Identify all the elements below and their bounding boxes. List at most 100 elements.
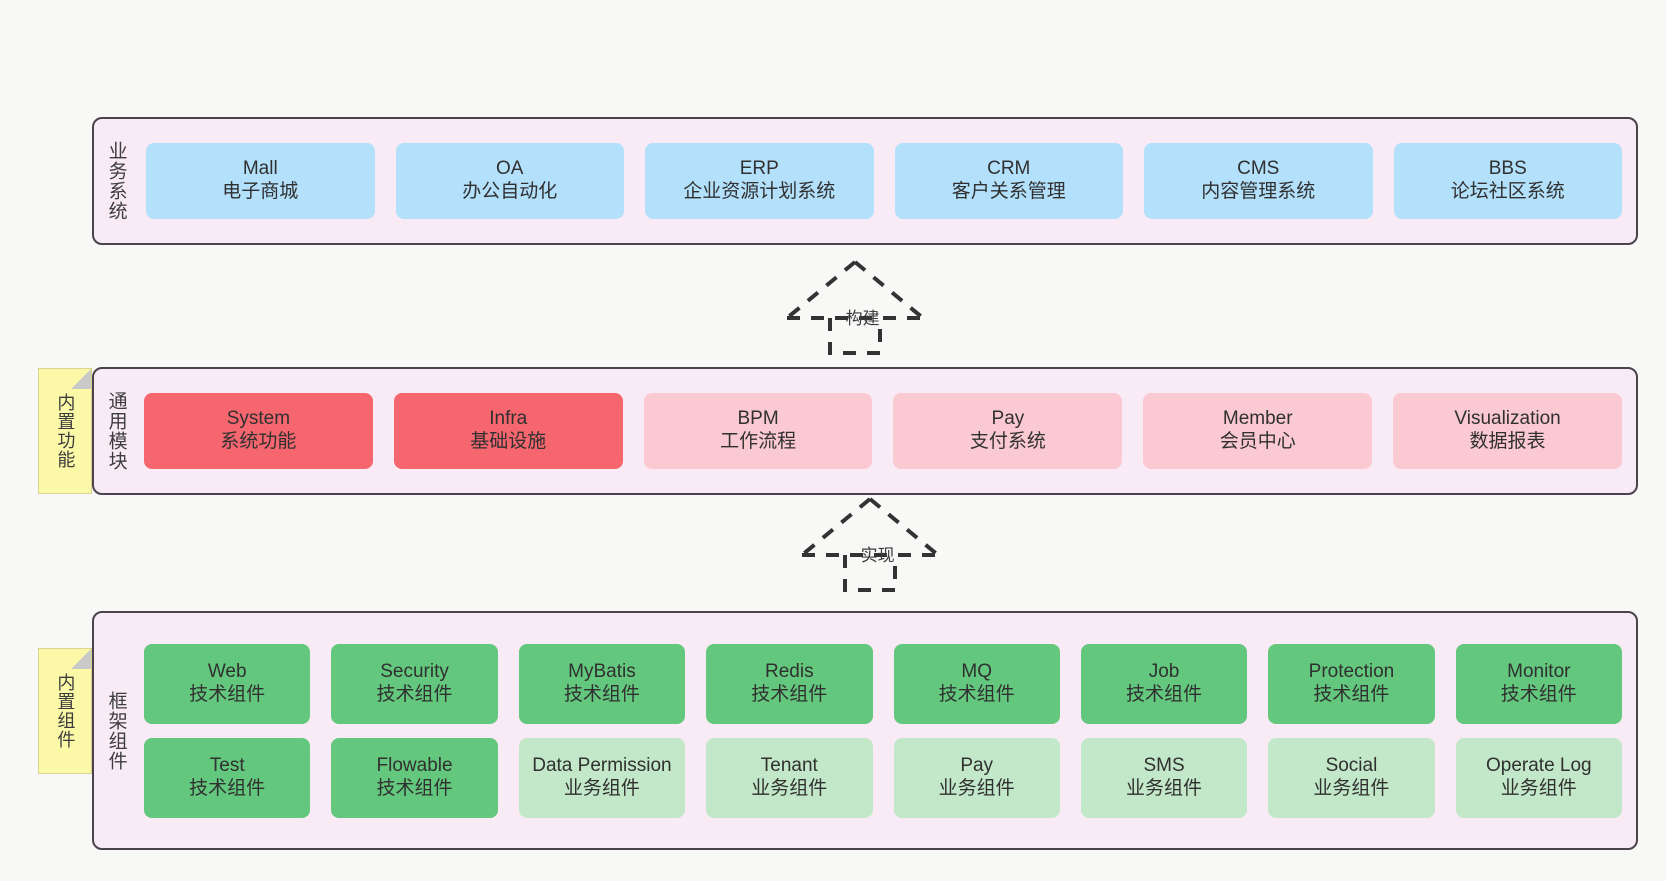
arrow-build: 构建 — [775, 256, 935, 356]
node-subtitle: 客户关系管理 — [951, 181, 1066, 202]
layer-body-common: System 系统功能 Infra 基础设施 BPM 工作流程 Pay 支付系统… — [138, 369, 1636, 493]
arrow-build-label: 构建 — [845, 309, 880, 328]
node-infra[interactable]: Infra 基础设施 — [393, 393, 623, 469]
node-system[interactable]: System 系统功能 — [144, 393, 373, 469]
node-data-permission[interactable]: Data Permission 业务组件 — [518, 737, 686, 818]
node-title: Security — [380, 660, 449, 682]
node-title: BBS — [1488, 158, 1527, 180]
node-title: Operate Log — [1485, 754, 1592, 776]
node-erp[interactable]: ERP 企业资源计划系统 — [645, 143, 874, 219]
node-subtitle: 业务组件 — [938, 777, 1015, 799]
node-title: Flowable — [376, 754, 453, 776]
node-protection[interactable]: Protection 技术组件 — [1268, 643, 1435, 724]
layer-framework-components: 框架组件 Web 技术组件 Security 技术组件 MyBatis 技术组件… — [92, 611, 1638, 850]
node-title: Member — [1222, 408, 1293, 430]
node-title: CRM — [987, 158, 1031, 180]
node-subtitle: 技术组件 — [376, 683, 453, 705]
node-monitor[interactable]: Monitor 技术组件 — [1455, 643, 1622, 724]
node-subtitle: 办公自动化 — [462, 181, 558, 202]
node-mq[interactable]: MQ 技术组件 — [893, 643, 1060, 724]
node-subtitle: 系统功能 — [220, 431, 297, 452]
node-subtitle: 基础设施 — [470, 431, 547, 452]
node-title: Mall — [242, 158, 278, 180]
note-builtin-component: 内置组件 — [38, 648, 92, 774]
node-subtitle: 企业资源计划系统 — [683, 181, 836, 202]
node-subtitle: 技术组件 — [1500, 683, 1577, 705]
node-title: MyBatis — [568, 660, 636, 682]
arrow-implement-label: 实现 — [860, 546, 895, 565]
layer-common-modules: 通用模块 System 系统功能 Infra 基础设施 BPM 工作流程 Pay… — [92, 367, 1638, 495]
node-subtitle: 论坛社区系统 — [1450, 181, 1565, 202]
node-title: Web — [207, 660, 247, 682]
node-crm[interactable]: CRM 客户关系管理 — [894, 143, 1123, 219]
node-test[interactable]: Test 技术组件 — [144, 737, 311, 818]
node-tenant[interactable]: Tenant 业务组件 — [706, 737, 873, 818]
node-web[interactable]: Web 技术组件 — [144, 643, 311, 724]
layer-row: System 系统功能 Infra 基础设施 BPM 工作流程 Pay 支付系统… — [144, 393, 1622, 469]
node-title: BPM — [737, 408, 779, 430]
node-title: Tenant — [760, 754, 818, 776]
node-title: SMS — [1143, 754, 1185, 776]
node-bbs[interactable]: BBS 论坛社区系统 — [1393, 143, 1622, 219]
layer-title-framework: 框架组件 — [105, 690, 127, 771]
node-title: OA — [496, 158, 524, 180]
node-title: Social — [1325, 754, 1378, 776]
node-member[interactable]: Member 会员中心 — [1143, 393, 1373, 469]
node-title: Pay — [991, 408, 1025, 430]
node-subtitle: 技术组件 — [563, 683, 640, 705]
node-job[interactable]: Job 技术组件 — [1080, 643, 1248, 724]
layer-row: Mall 电子商城 OA 办公自动化 ERP 企业资源计划系统 CRM 客户关系… — [146, 143, 1622, 219]
node-subtitle: 技术组件 — [1313, 683, 1390, 705]
layer-title-business: 业务系统 — [105, 141, 127, 221]
note-label: 内置功能 — [55, 393, 76, 469]
node-flowable[interactable]: Flowable 技术组件 — [331, 737, 498, 818]
node-security[interactable]: Security 技术组件 — [331, 643, 498, 724]
node-title: Infra — [489, 408, 528, 430]
node-cms[interactable]: CMS 内容管理系统 — [1144, 143, 1373, 219]
node-title: Protection — [1308, 660, 1395, 682]
layer-body-framework: Web 技术组件 Security 技术组件 MyBatis 技术组件 Redi… — [138, 613, 1636, 848]
node-oa[interactable]: OA 办公自动化 — [395, 143, 624, 219]
node-subtitle: 业务组件 — [751, 777, 828, 799]
node-subtitle: 电子商城 — [222, 181, 299, 202]
node-title: Test — [209, 754, 245, 776]
arrow-implement: 实现 — [790, 493, 950, 593]
node-subtitle: 内容管理系统 — [1201, 181, 1316, 202]
node-subtitle: 会员中心 — [1219, 431, 1296, 452]
node-social[interactable]: Social 业务组件 — [1268, 737, 1435, 818]
node-operate-log[interactable]: Operate Log 业务组件 — [1455, 737, 1622, 818]
node-pay-component[interactable]: Pay 业务组件 — [893, 737, 1060, 818]
node-subtitle: 技术组件 — [751, 683, 828, 705]
layer-title-common: 通用模块 — [105, 391, 127, 471]
node-sms[interactable]: SMS 业务组件 — [1080, 737, 1248, 818]
node-title: Data Permission — [532, 754, 672, 776]
note-label: 内置组件 — [55, 673, 76, 749]
note-builtin-function: 内置功能 — [38, 368, 92, 494]
node-redis[interactable]: Redis 技术组件 — [706, 643, 873, 724]
layer-row: Web 技术组件 Security 技术组件 MyBatis 技术组件 Redi… — [144, 643, 1622, 724]
node-subtitle: 技术组件 — [938, 683, 1015, 705]
node-title: Visualization — [1454, 408, 1561, 430]
node-title: Monitor — [1507, 660, 1571, 682]
node-subtitle: 数据报表 — [1469, 431, 1546, 452]
node-subtitle: 业务组件 — [1313, 777, 1390, 799]
node-bpm[interactable]: BPM 工作流程 — [643, 393, 873, 469]
node-title: System — [226, 408, 291, 430]
node-title: Job — [1148, 660, 1180, 682]
node-mall[interactable]: Mall 电子商城 — [146, 143, 375, 219]
node-subtitle: 技术组件 — [189, 683, 266, 705]
node-mybatis[interactable]: MyBatis 技术组件 — [518, 643, 686, 724]
node-subtitle: 技术组件 — [376, 777, 453, 799]
node-subtitle: 业务组件 — [1126, 777, 1203, 799]
node-title: MQ — [961, 660, 992, 682]
node-visualization[interactable]: Visualization 数据报表 — [1393, 393, 1622, 469]
node-subtitle: 业务组件 — [1500, 777, 1577, 799]
node-subtitle: 业务组件 — [563, 777, 640, 799]
node-subtitle: 工作流程 — [720, 431, 797, 452]
node-subtitle: 技术组件 — [189, 777, 266, 799]
node-title: ERP — [739, 158, 779, 180]
node-title: Redis — [765, 660, 814, 682]
node-pay-module[interactable]: Pay 支付系统 — [893, 393, 1123, 469]
layer-row: Test 技术组件 Flowable 技术组件 Data Permission … — [144, 737, 1622, 818]
node-title: CMS — [1237, 158, 1280, 180]
